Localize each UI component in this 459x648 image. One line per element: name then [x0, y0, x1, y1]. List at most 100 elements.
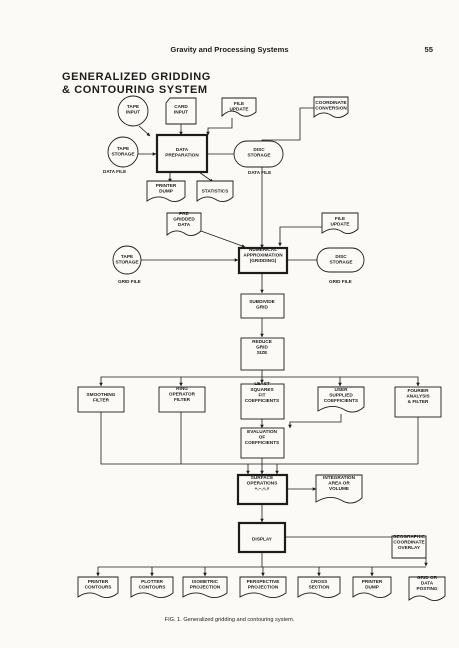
node-label-line: REDUCE [252, 339, 272, 344]
node-label-line: DUMP [365, 584, 379, 589]
node-label-line: COEFFICIENTS [245, 440, 279, 445]
node-label-line: CROSS [311, 579, 328, 584]
tape-input-reel-icon [117, 95, 149, 127]
node-label-line: CONVERSION [315, 105, 347, 110]
node-label-line: & FILTER [408, 399, 429, 404]
node-label-line: STORAGE [329, 259, 352, 264]
node-label-line: DISC [335, 254, 347, 259]
chart-title-line-1: GENERALIZED GRIDDING [62, 71, 211, 83]
cross-section-document-icon [297, 576, 341, 598]
node-label-line: COEFFICIENTS [245, 398, 279, 403]
node-label-line: OF [259, 435, 266, 440]
node-label-line: +,−,÷,× [255, 486, 270, 491]
node-label-line: OPERATIONS [247, 481, 278, 486]
statistics-document-icon [196, 180, 234, 202]
node-label-line: INPUT [126, 109, 140, 114]
node-label-line: FILE [234, 101, 244, 106]
smoothing-filter-box [77, 386, 125, 413]
node-label-line: TAPE [127, 104, 139, 109]
file-update-2-document-icon [321, 212, 359, 234]
node-label-line: INTEGRATION [323, 475, 356, 480]
node-label-line: SUBDIVIDE [249, 299, 275, 304]
data-preparation-box [155, 133, 209, 174]
grid-file-label-left: GRID FILE [118, 279, 141, 284]
node-label-line: PRE [179, 211, 189, 216]
tape-storage-reel-icon [107, 136, 139, 168]
node-label-line: APPROXIMATION [243, 253, 283, 258]
disc-storage-2-icon [316, 247, 365, 273]
node-label-line: ISOMETRIC [192, 579, 219, 584]
evaluation-box [240, 427, 285, 459]
figure-caption: FIG. 1. Generalized gridding and contour… [164, 617, 295, 623]
node-label-line: SIZE [257, 350, 267, 355]
node-label-line: GRID OR [417, 575, 438, 580]
node-label-line: FILTER [93, 397, 110, 402]
shapes [77, 95, 446, 601]
fourier-analysis-box [394, 386, 442, 418]
file-update-document-icon [221, 97, 257, 118]
node-label-line: GEOGRAPHIC [393, 534, 426, 539]
page-number: 55 [424, 45, 433, 54]
node-label-line: SECTION [309, 584, 330, 589]
card-input-card-icon [165, 97, 197, 125]
node-label-line: DUMP [159, 188, 173, 193]
node-label-line: POSTING [416, 586, 437, 591]
node-label-line: VOLUME [329, 486, 349, 491]
node-label-line: PRINTER [88, 579, 109, 584]
ring-operator-filter-box [158, 386, 206, 413]
numerical-approximation-box [237, 246, 289, 275]
grid-file-label-right: GRID FILE [329, 279, 352, 284]
geographic-overlay-document-icon [391, 535, 427, 559]
node-label-line: USER [334, 387, 348, 392]
user-supplied-document-icon [317, 386, 365, 413]
node-label-line: FILTER [174, 397, 191, 402]
node-label-line: ANALYSIS [406, 394, 429, 399]
node-label-line: GRID [256, 304, 268, 309]
node-label-line: CONTOURS [85, 584, 112, 589]
node-label-line: CARD [174, 104, 188, 109]
connectors [96, 107, 428, 577]
data-file-label-left: DATA FILE [103, 169, 126, 174]
printer-dump-2-document-icon [352, 576, 392, 598]
node-label-line: GRID [256, 345, 268, 350]
node-label-line: PERSPECTIVE [247, 579, 280, 584]
node-label-line: COORDINATE [315, 100, 346, 105]
node-label-line: DATA [176, 147, 189, 152]
chart-title-line-2: & CONTOURING SYSTEM [62, 84, 208, 96]
node-label-line: UPDATE [230, 106, 249, 111]
node-label-line: SURFACE [251, 475, 273, 480]
display-label: DISPLAY [252, 537, 273, 542]
node-label-line: CONTOURS [139, 584, 166, 589]
pre-gridded-data-document-icon [166, 212, 202, 236]
node-label-line: PLOTTER [141, 579, 163, 584]
integration-document-icon [315, 474, 363, 504]
node-label-line: LEAST [254, 381, 270, 386]
coordinate-conversion-document-icon [313, 96, 349, 118]
